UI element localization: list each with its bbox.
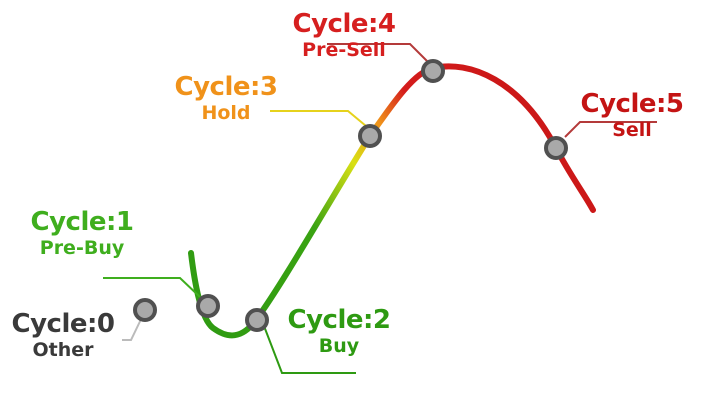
- cycle-1-name: Pre-Buy: [39, 237, 125, 259]
- marker-cycle-0: [133, 298, 157, 322]
- cycle-5-name: Sell: [612, 119, 652, 141]
- label-cycle-5: Cycle:5 Sell: [570, 91, 694, 140]
- marker-cycle-1: [196, 294, 220, 318]
- leader-line-cycle-1: [103, 277, 201, 298]
- cycle-4-title: Cycle:4: [292, 9, 396, 39]
- label-cycle-3: Cycle:3 Hold: [164, 74, 288, 123]
- cycle-5-title: Cycle:5: [580, 89, 684, 119]
- marker-cycle-2: [245, 308, 269, 332]
- cycle-2-name: Buy: [318, 335, 360, 357]
- label-cycle-2: Cycle:2 Buy: [277, 307, 401, 356]
- marker-cycle-4: [421, 59, 445, 83]
- cycle-0-title: Cycle:0: [11, 309, 115, 339]
- cycle-4-name: Pre-Sell: [302, 39, 386, 61]
- label-cycle-1: Cycle:1 Pre-Buy: [20, 209, 144, 258]
- cycle-2-title: Cycle:2: [287, 305, 391, 335]
- label-cycle-4: Cycle:4 Pre-Sell: [282, 11, 406, 60]
- leader-line-cycle-5: [564, 121, 657, 138]
- leader-line-cycle-3: [270, 110, 367, 127]
- marker-cycle-3: [358, 124, 382, 148]
- label-cycle-0: Cycle:0 Other: [2, 311, 124, 360]
- leader-line-cycle-2: [263, 325, 356, 374]
- cycle-1-title: Cycle:1: [30, 207, 134, 237]
- cycle-3-name: Hold: [201, 102, 251, 124]
- cycle-3-title: Cycle:3: [174, 72, 278, 102]
- leader-line-cycle-4: [327, 43, 429, 63]
- cycle-0-name: Other: [32, 339, 94, 361]
- marker-cycle-5: [544, 136, 568, 160]
